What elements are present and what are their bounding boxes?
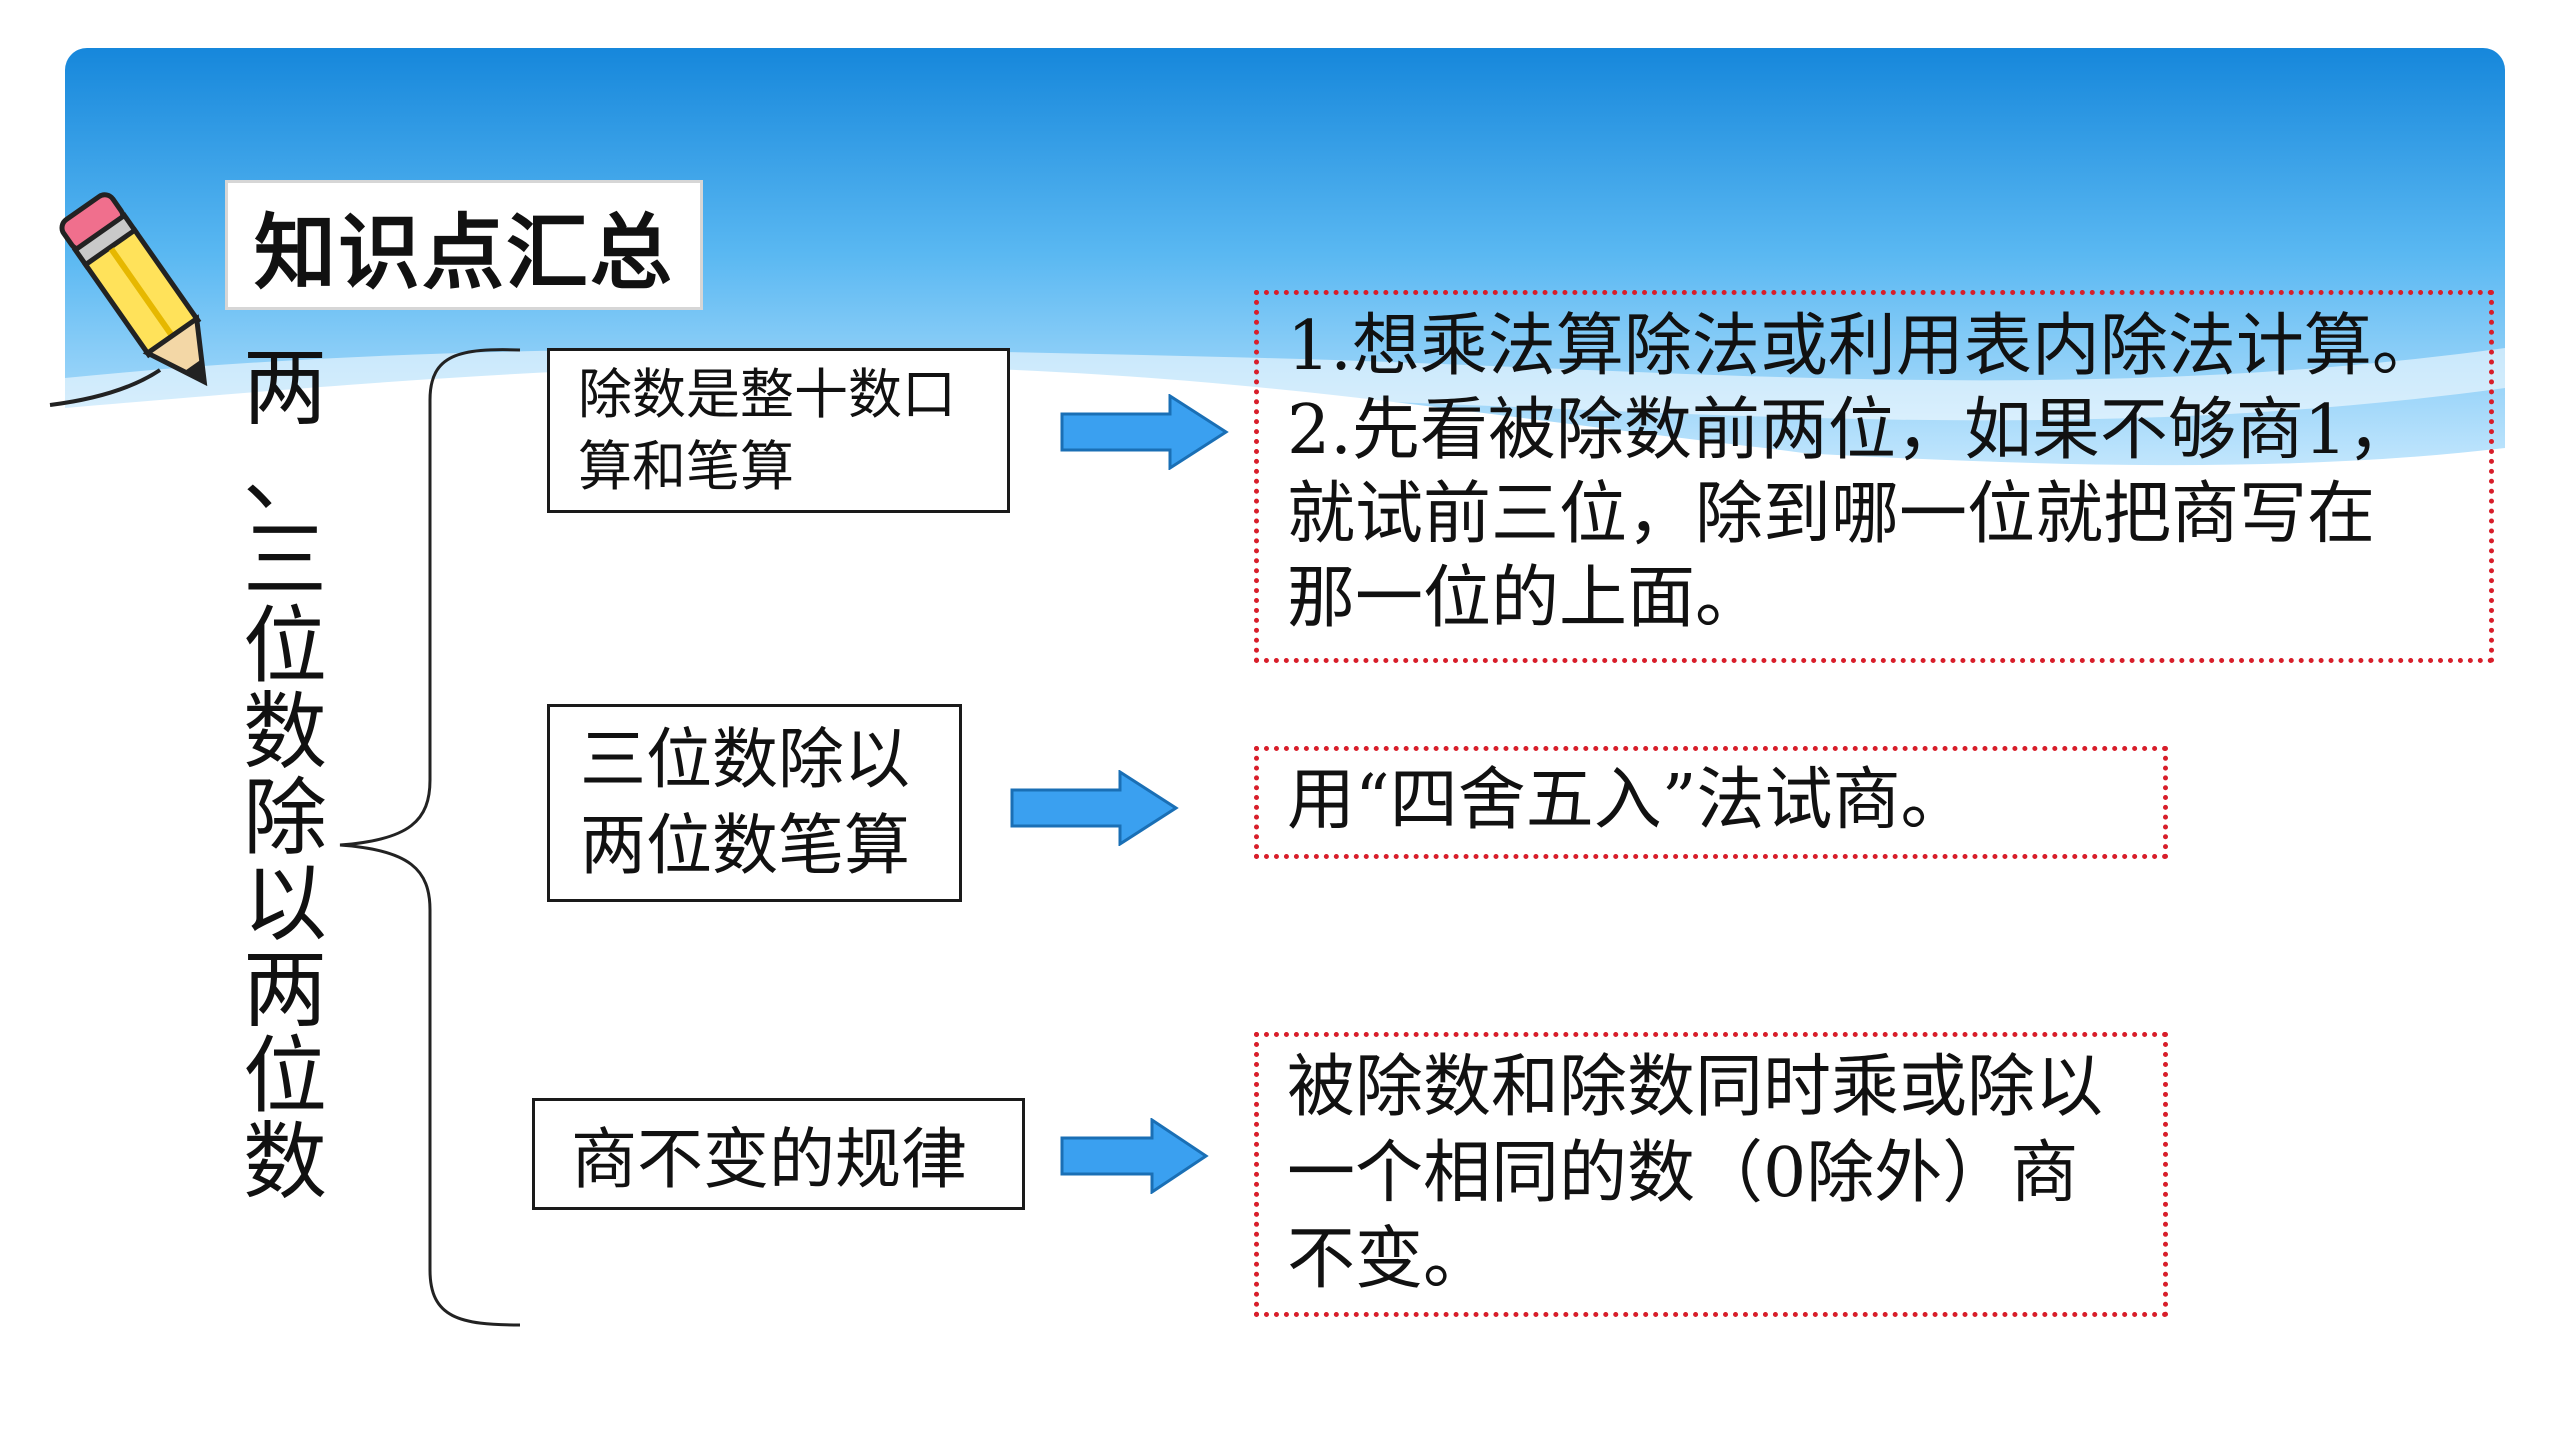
detail-line: 那一位的上面。 <box>1287 559 1764 638</box>
detail-line: 2.先看被除数前两位，如果不够商1， <box>1287 391 2416 470</box>
title-box: 知识点汇总 <box>225 180 703 310</box>
topic-char: 三 <box>242 511 327 609</box>
detail-line: 就试前三位，除到哪一位就把商写在 <box>1287 475 2376 554</box>
topic-char: 两 <box>242 339 327 437</box>
topic-char: 位 <box>242 597 327 695</box>
detail-line: 用“四舍五入”法试商。 <box>1287 761 1969 840</box>
topic-char: 位 <box>242 1027 327 1125</box>
topic-char: 、 <box>242 425 327 523</box>
detail-line: 被除数和除数同时乘或除以 <box>1287 1048 2104 1127</box>
pencil-icon <box>49 192 208 407</box>
topic-char: 除 <box>242 769 327 867</box>
item-line: 算和笔算 <box>578 434 794 498</box>
curly-brace <box>339 348 521 1327</box>
detail-box-rounding: 用“四舍五入”法试商。 <box>1254 746 2168 859</box>
item-box-quotient-rule: 商不变的规律 <box>532 1098 1025 1210</box>
topic-char: 两 <box>242 941 327 1039</box>
topic-char: 以 <box>242 855 327 953</box>
detail-box-methods: 1.想乘法算除法或利用表内除法计算。 2.先看被除数前两位，如果不够商1， 就试… <box>1254 290 2494 663</box>
detail-box-quotient-rule: 被除数和除数同时乘或除以 一个相同的数（0除外）商 不变。 <box>1254 1032 2168 1317</box>
item-line: 除数是整十数口 <box>578 362 956 426</box>
item-line: 三位数除以 <box>580 721 910 798</box>
topic-vertical-title: 两 、 三 位 数 除 以 两 位 数 <box>240 345 330 1205</box>
detail-line: 不变。 <box>1287 1220 1492 1299</box>
right-arrow-icon <box>1060 1118 1209 1194</box>
item-box-oral-written: 除数是整十数口 算和笔算 <box>547 348 1010 513</box>
topic-char: 数 <box>242 1113 327 1211</box>
right-arrow-icon <box>1060 394 1229 470</box>
page-title: 知识点汇总 <box>253 205 674 301</box>
detail-line: 1.想乘法算除法或利用表内除法计算。 <box>1287 307 2440 386</box>
detail-line: 一个相同的数（0除外）商 <box>1287 1134 2079 1213</box>
right-arrow-icon <box>1010 770 1179 846</box>
topic-char: 数 <box>242 683 327 781</box>
item-box-written-division: 三位数除以 两位数笔算 <box>547 704 962 902</box>
item-line: 两位数笔算 <box>580 807 910 884</box>
item-line: 商不变的规律 <box>571 1121 967 1198</box>
